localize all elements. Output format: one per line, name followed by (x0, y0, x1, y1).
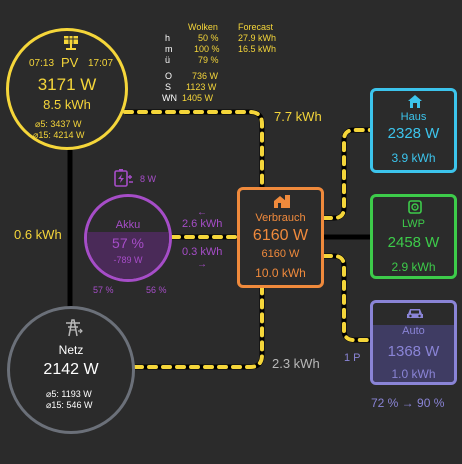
flow-label-auto-phase: 1 P (344, 352, 361, 364)
akku-title: Akku (115, 219, 141, 231)
weather-row-forecast: 16.5 kWh (238, 44, 277, 54)
pv-avg5: ⌀5: 3437 W (35, 119, 82, 129)
akku-soc-fill (87, 232, 169, 279)
solar-panel-icon (64, 36, 78, 50)
verbrauch-title: Verbrauch (255, 212, 306, 224)
verbrauch-node[interactable]: Verbrauch 6160 W 6160 W 10.0 kWh (237, 187, 324, 288)
verbrauch-power: 6160 W (252, 227, 309, 244)
flow-label-pv-verbrauch: 7.7 kWh (274, 109, 322, 124)
haus-title: Haus (400, 111, 427, 123)
house-building-icon (274, 195, 290, 208)
netz-avg5: ⌀5: 1193 W (46, 389, 92, 399)
pv-title: PV (61, 55, 79, 70)
auto-node[interactable]: Auto 1368 W 1.0 kWh (370, 300, 457, 385)
flow-label-akku-discharge: 0.3 kWh (182, 246, 223, 258)
weather-clouds-header: Wolken (188, 22, 218, 32)
pv-time-start: 07:13 (29, 58, 55, 69)
akku-node[interactable]: Akku 57 % -789 W (84, 194, 172, 282)
netz-title: Netz (58, 343, 84, 357)
lwp-power: 2458 W (387, 234, 440, 251)
pv-time-end: 17:07 (88, 58, 114, 69)
heat-pump-icon (408, 200, 422, 214)
weather-row-label: m (165, 44, 173, 54)
pv-power: 3171 W (37, 75, 97, 94)
weather-table: Wolken Forecast h 50 % 27.9 kWh m 100 % … (162, 20, 312, 104)
lwp-title: LWP (401, 218, 426, 230)
haus-energy: 3.9 kWh (391, 151, 436, 165)
weather-row-clouds: 50 % (198, 33, 219, 43)
flow-line-netz-verbrauch (135, 288, 265, 370)
haus-node[interactable]: Haus 2328 W 3.9 kWh (370, 88, 457, 173)
weather-direction-label: S (165, 82, 172, 92)
weather-row-clouds: 100 % (194, 44, 220, 54)
weather-direction-value: 736 W (192, 71, 219, 81)
auto-energy: 1.0 kWh (391, 367, 436, 381)
auto-power: 1368 W (387, 343, 440, 360)
akku-soc-right: 56 % (146, 285, 167, 295)
weather-row-label: ü (165, 55, 171, 65)
home-icon (408, 95, 422, 108)
battery-charging-icon (114, 169, 133, 187)
akku-power: -789 W (113, 255, 143, 265)
weather-row-clouds: 79 % (198, 55, 219, 65)
flow-label-netz-verbrauch: 2.3 kWh (272, 356, 320, 371)
weather-direction-value: 1123 W (186, 82, 217, 92)
lwp-node[interactable]: LWP 2458 W 2.9 kWh (370, 194, 457, 279)
verbrauch-energy: 10.0 kWh (255, 266, 306, 280)
flow-label-akku-charge-arrow: ← (197, 207, 207, 218)
netz-power: 2142 W (43, 361, 99, 378)
haus-power: 2328 W (387, 125, 440, 142)
flow-line-verbrauch-auto (324, 253, 370, 343)
flow-label-akku-charge: 2.6 kWh (182, 218, 223, 230)
lwp-energy: 2.9 kWh (391, 260, 436, 274)
auto-soc-fill (373, 325, 454, 382)
weather-direction-label: O (165, 71, 173, 81)
car-icon (407, 309, 423, 318)
flow-line-verbrauch-haus (324, 127, 370, 221)
weather-direction-value: 1405 W (182, 93, 214, 103)
akku-soc: 57 % (112, 235, 144, 251)
verbrauch-power2: 6160 W (261, 248, 300, 260)
pv-avg15: ⌀15: 4214 W (33, 130, 85, 140)
akku-standby: 8 W (140, 174, 157, 184)
netz-avg15: ⌀15: 546 W (46, 400, 93, 410)
weather-direction-label: WN (162, 93, 177, 103)
power-tower-icon (66, 319, 83, 337)
netz-node[interactable]: Netz 2142 W ⌀5: 1193 W ⌀15: 546 W (7, 306, 135, 434)
auto-soc-range: 72 % → 90 % (371, 396, 445, 410)
weather-forecast-header: Forecast (238, 22, 274, 32)
pv-energy: 8.5 kWh (43, 97, 91, 112)
flow-label-akku-discharge-arrow: → (197, 259, 207, 270)
flow-label-pv-netz: 0.6 kWh (14, 227, 62, 242)
akku-soc-left: 57 % (93, 285, 114, 295)
auto-title: Auto (402, 325, 425, 337)
pv-node[interactable]: 07:13 PV 17:07 3171 W 8.5 kWh ⌀5: 3437 W… (6, 28, 128, 150)
weather-row-forecast: 27.9 kWh (238, 33, 277, 43)
weather-row-label: h (165, 33, 171, 43)
